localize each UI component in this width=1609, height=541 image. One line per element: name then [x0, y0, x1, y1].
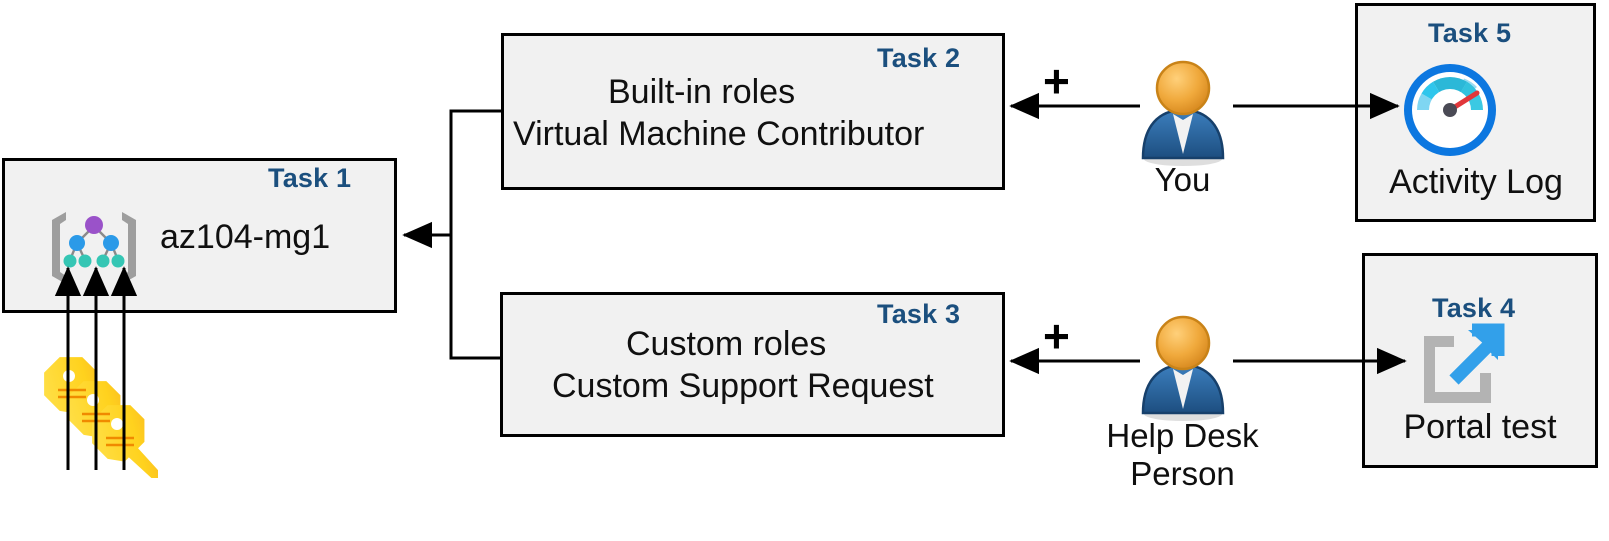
task2-line1: Built-in roles [608, 73, 796, 111]
task3-line1: Custom roles [626, 325, 827, 363]
help-desk-avatar [1135, 313, 1231, 425]
you-avatar [1135, 58, 1231, 170]
task3-box[interactable] [500, 292, 1005, 437]
task1-label: Task 1 [268, 163, 352, 193]
task5-text: Activity Log [1389, 163, 1563, 201]
task2-box[interactable] [501, 33, 1005, 190]
elbow-connector-to-task1 [402, 109, 501, 360]
you-caption: You [1154, 161, 1211, 198]
help-desk-plus: + [1043, 310, 1070, 362]
task5-label: Task 5 [1428, 18, 1512, 48]
task3-label: Task 3 [877, 299, 961, 329]
management-group-icon [44, 198, 144, 296]
task2-line2: Virtual Machine Contributor [513, 115, 925, 153]
task4-label: Task 4 [1432, 293, 1516, 323]
task1-text: az104-mg1 [160, 218, 331, 256]
help-desk-caption: Help Desk Person [1106, 417, 1259, 493]
task4-text: Portal test [1403, 408, 1557, 446]
you-plus: + [1043, 55, 1070, 107]
external-link-icon [1412, 318, 1508, 410]
task2-label: Task 2 [877, 43, 961, 73]
gauge-icon [1400, 60, 1500, 160]
task3-line2: Custom Support Request [552, 367, 934, 405]
arrows-keys-to-task1 [54, 266, 138, 470]
